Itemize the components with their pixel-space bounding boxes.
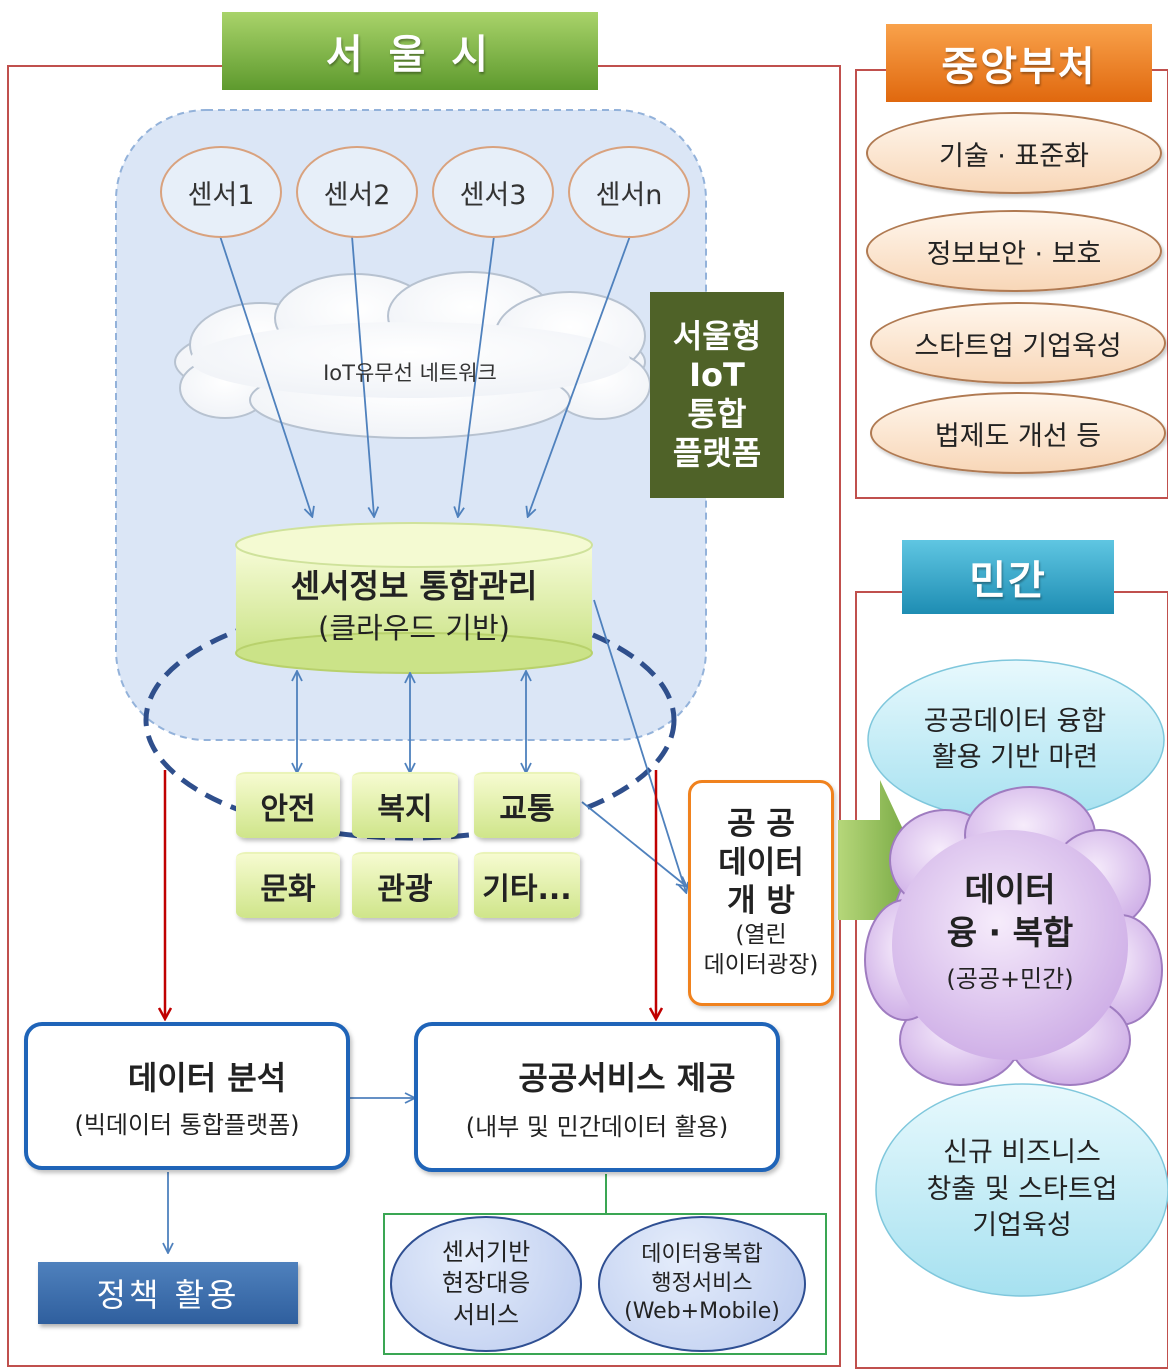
open-data-title: 공 공 데이터 개 방 — [718, 805, 804, 920]
fusion-base-text: 공공데이터 융합 활용 기반 마련 — [923, 705, 1107, 773]
network-label: IoT유무선 네트워크 — [323, 361, 497, 385]
new-business-oval — [875, 1083, 1168, 1297]
ministries-item-law: 법제도 개선 등 — [870, 392, 1166, 474]
service-safety: 안전 — [236, 772, 340, 838]
integration-title: 센서정보 통합관리 — [290, 567, 538, 605]
service-traffic: 교통 — [474, 772, 580, 838]
ministries-item-security: 정보보안 · 보호 — [866, 210, 1162, 292]
sub-service-sensor: 센서기반 현장대응 서비스 — [390, 1216, 582, 1352]
integration-cylinder — [235, 522, 593, 674]
ministries-item-startup: 스타트업 기업육성 — [870, 302, 1166, 384]
ministries-item-standardization: 기술 · 표준화 — [866, 112, 1162, 194]
red-arrows — [165, 770, 656, 1018]
service-tourism: 관광 — [352, 852, 458, 918]
service-welfare: 복지 — [352, 772, 458, 838]
seoul-title: 서 울 시 — [325, 32, 495, 78]
data-fusion-title: 데이터 융 · 복합 — [946, 870, 1074, 952]
sensor-arrows — [219, 235, 631, 516]
sub-service-admin: 데이터융복합 행정서비스 (Web+Mobile) — [598, 1216, 806, 1352]
public-service-sub: (내부 및 민간데이터 활용) — [465, 1112, 729, 1141]
sensor-2: 센서2 — [296, 146, 418, 238]
private-title: 민간 — [969, 558, 1047, 604]
public-service-box: 공공서비스 제공 (내부 및 민간데이터 활용) — [414, 1022, 780, 1172]
service-etc: 기타... — [474, 852, 580, 918]
integration-sub: (클라우드 기반) — [318, 611, 510, 645]
seoul-banner — [222, 12, 598, 90]
service-arrows — [297, 672, 526, 772]
policy-box: 정책 활용 — [38, 1262, 298, 1324]
data-fusion-sub: (공공+민간) — [946, 964, 1074, 993]
analysis-box: 데이터 분석 (빅데이터 통합플랫폼) — [24, 1022, 350, 1170]
sensor-n: 센서n — [568, 146, 690, 238]
sensor-1: 센서1 — [160, 146, 282, 238]
ministries-title: 중앙부처 — [941, 44, 1097, 90]
platform-box: 서울형 IoT 통합 플랫폼 — [650, 292, 784, 498]
public-service-title: 공공서비스 제공 — [518, 1058, 736, 1097]
sub-services-frame — [383, 1213, 827, 1355]
open-data-box: 공 공 데이터 개 방 (열린 데이터광장) — [688, 780, 834, 1006]
sensor-3: 센서3 — [432, 146, 554, 238]
ministries-banner — [886, 24, 1152, 102]
new-business-text: 신규 비즈니스 창출 및 스타트업 기업육성 — [926, 1137, 1118, 1242]
private-banner — [902, 540, 1114, 614]
analysis-sub: (빅데이터 통합플랫폼) — [74, 1110, 300, 1139]
analysis-title: 데이터 분석 — [127, 1058, 287, 1097]
open-data-sub: (열린 데이터광장) — [703, 922, 819, 979]
service-culture: 문화 — [236, 852, 340, 918]
